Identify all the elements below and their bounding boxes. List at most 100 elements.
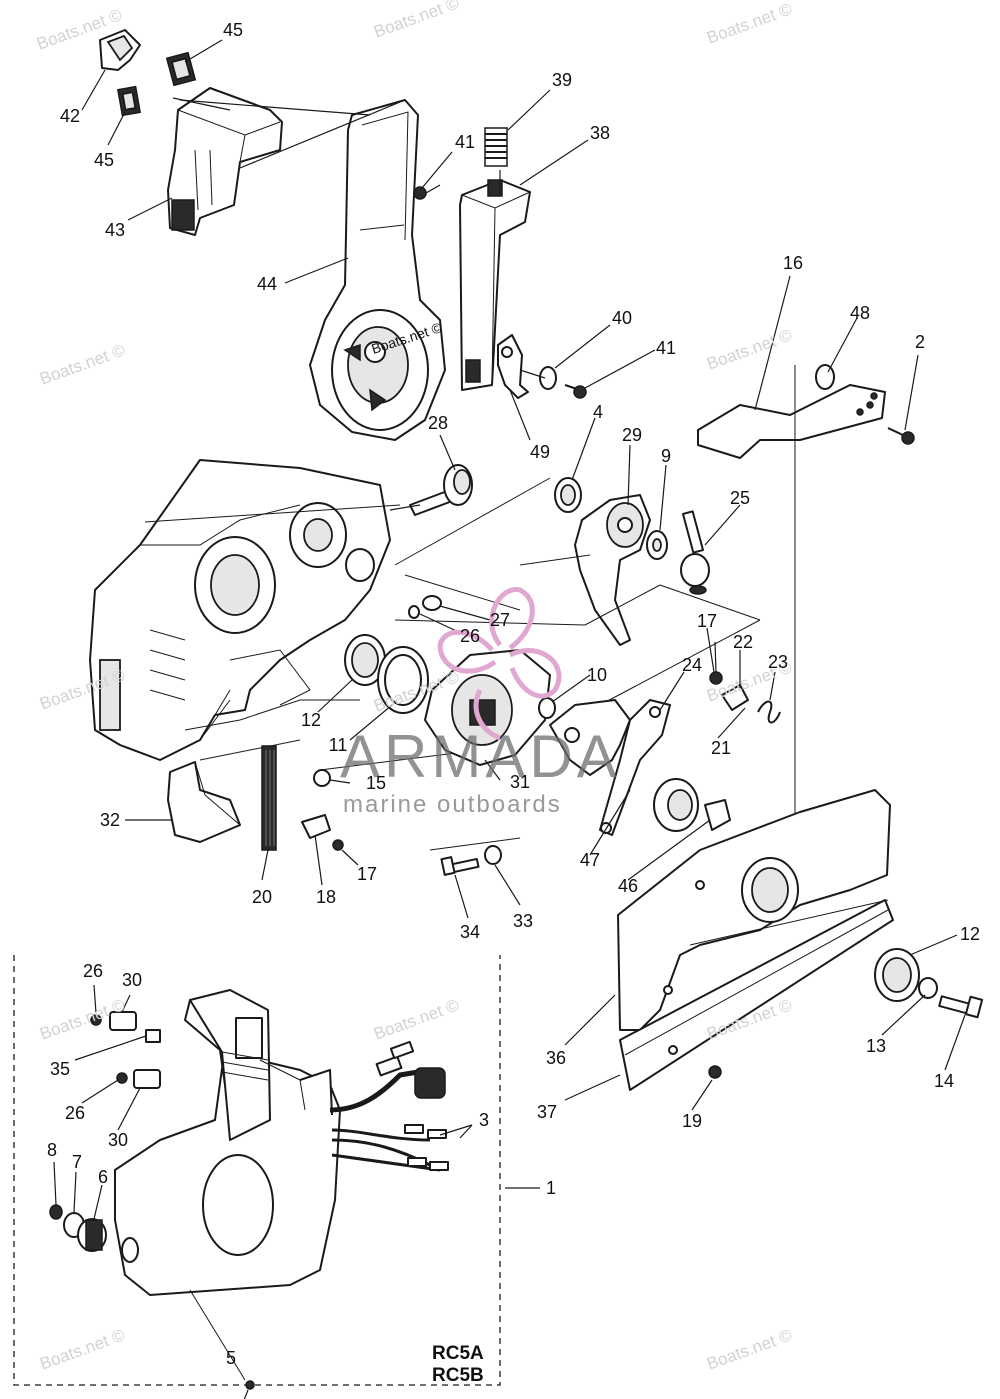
part-10-bushing: [538, 697, 556, 719]
part-18-tab: [301, 814, 331, 839]
part-label: 43: [104, 220, 126, 240]
part-label: 49: [529, 442, 551, 462]
part-26-nut-top: [90, 1014, 102, 1026]
part-2-screw: [887, 427, 915, 445]
part-label: 2: [914, 332, 926, 352]
part-42-clip: [99, 29, 141, 71]
part-25-pin: [680, 510, 710, 595]
part-label: 12: [959, 924, 981, 944]
part-label: 3: [478, 1110, 490, 1130]
part-label: 17: [356, 864, 378, 884]
main-housing: [89, 459, 391, 761]
part-label: 35: [49, 1059, 71, 1079]
part-label: 39: [551, 70, 573, 90]
part-label: 4: [592, 402, 604, 422]
part-36-side-plate: [617, 789, 891, 1031]
part-label: 17: [696, 611, 718, 631]
part-label: 10: [586, 665, 608, 685]
part-20-strip: [261, 745, 277, 851]
part-label: 27: [489, 610, 511, 630]
part-14-bolt: [938, 995, 984, 1019]
part-label: 26: [82, 961, 104, 981]
part-label: 5: [225, 1348, 237, 1368]
part-24-lever: [549, 699, 671, 836]
part-15-ball: [313, 769, 331, 787]
part-label: 12: [300, 710, 322, 730]
part-11-spacer: [377, 646, 429, 714]
part-label: 40: [611, 308, 633, 328]
part-label: 19: [681, 1111, 703, 1131]
part-4-bushing: [554, 477, 582, 513]
part-label: 46: [617, 876, 639, 896]
complete-remote-control-assembly: [114, 989, 449, 1390]
part-label: 28: [427, 413, 449, 433]
part-label: 44: [256, 274, 278, 294]
part-label: 23: [767, 652, 789, 672]
part-33-nut: [484, 845, 502, 865]
part-30-block-top: [109, 1011, 137, 1031]
part-30-block-low: [133, 1069, 161, 1089]
part-label: 1: [545, 1178, 557, 1198]
part-12-ring-left: [344, 634, 386, 686]
part-44-lever-arm: [309, 99, 446, 441]
assembly-outline: [13, 955, 501, 1386]
part-label: 14: [933, 1071, 955, 1091]
part-41-screw-right: [564, 384, 587, 399]
part-39-spring: [484, 127, 508, 167]
part-label: 22: [732, 632, 754, 652]
part-23-spring: [757, 700, 781, 724]
part-label: 9: [660, 446, 672, 466]
part-43-handle-cover: [167, 87, 283, 236]
part-40-washer: [519, 366, 557, 390]
part-29-cam: [574, 494, 651, 646]
part-label: 8: [46, 1140, 58, 1160]
part-8-nut: [49, 1204, 63, 1220]
part-34-bolt: [440, 856, 480, 876]
part-label: 45: [93, 150, 115, 170]
part-label: 33: [512, 911, 534, 931]
part-6-knob: [77, 1218, 107, 1252]
part-38-bracket: [459, 170, 531, 391]
part-17-screw-low: [332, 839, 344, 851]
part-label: 26: [64, 1103, 86, 1123]
part-label: 26: [459, 626, 481, 646]
part-label: 45: [222, 20, 244, 40]
part-label: 36: [545, 1048, 567, 1068]
part-19-screw: [708, 1065, 722, 1079]
part-label: 34: [459, 922, 481, 942]
part-9-washer: [646, 530, 668, 560]
part-label: 47: [579, 850, 601, 870]
part-label: 7: [71, 1152, 83, 1172]
part-label: 48: [849, 303, 871, 323]
part-label: 18: [315, 887, 337, 907]
part-47-collar: [653, 778, 699, 832]
part-13-washer: [918, 977, 938, 999]
part-label: 42: [59, 106, 81, 126]
armada-logo-mark: [437, 587, 562, 741]
part-label: 30: [121, 970, 143, 990]
part-label: 30: [107, 1130, 129, 1150]
part-26-nut-low: [116, 1072, 128, 1084]
leader-lines: [53, 39, 966, 1399]
part-27-washer: [408, 595, 442, 619]
part-label: 20: [251, 887, 273, 907]
part-48-washer: [815, 364, 835, 390]
part-label: 31: [509, 772, 531, 792]
part-12-ring-right: [874, 948, 920, 1002]
part-label: 38: [589, 123, 611, 143]
part-22-plate: [721, 684, 749, 711]
part-label: 11: [328, 735, 348, 755]
part-37-strip-plate: [619, 899, 894, 1091]
part-label: 29: [621, 425, 643, 445]
part-label: 32: [99, 810, 121, 830]
part-32-bracket: [167, 761, 241, 843]
part-41-screw-top: [413, 184, 441, 200]
part-46-clip: [704, 799, 731, 831]
part-label: 24: [681, 655, 703, 675]
part-label: 16: [782, 253, 804, 273]
part-label: 25: [729, 488, 751, 508]
part-label: 21: [710, 738, 732, 758]
part-16-lever: [697, 384, 886, 459]
part-label: 41: [454, 132, 476, 152]
